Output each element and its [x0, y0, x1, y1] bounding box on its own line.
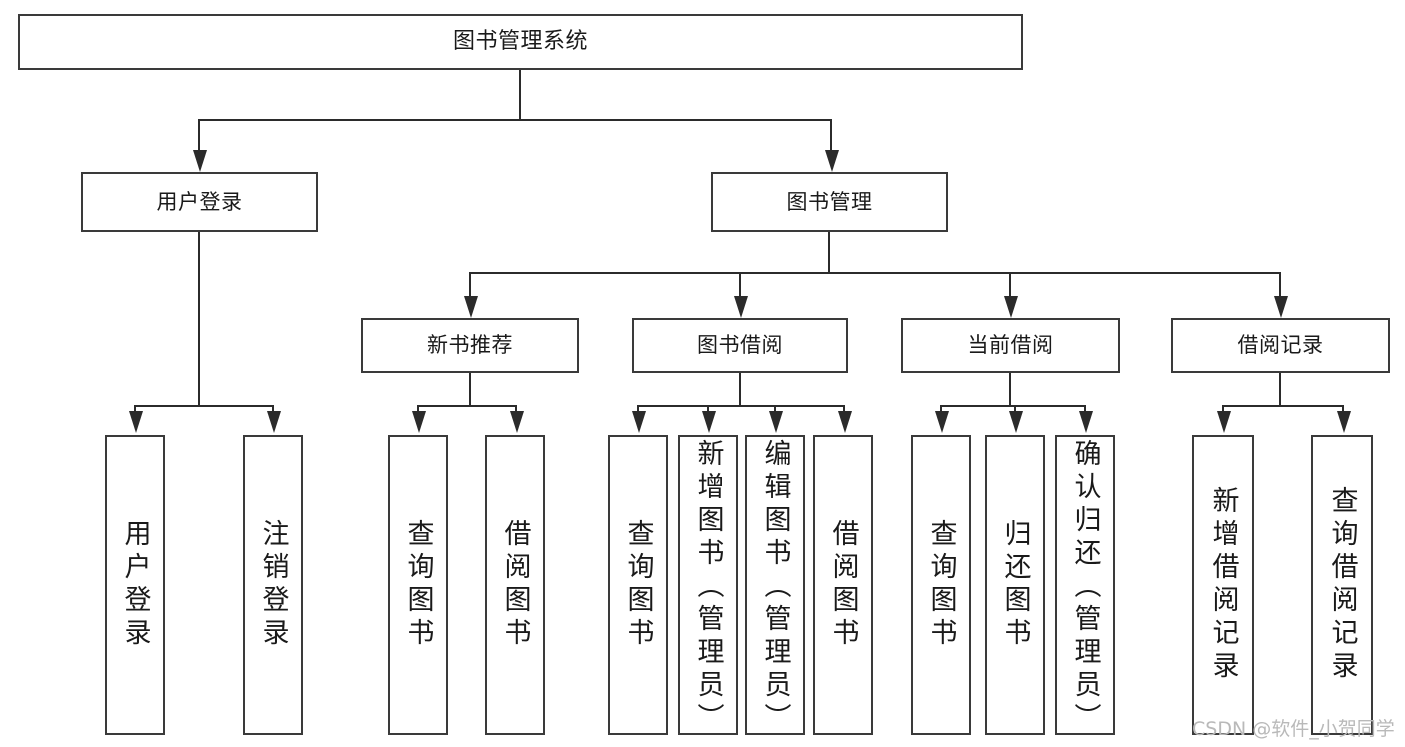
connector-vertical [515, 405, 517, 411]
node-label: 查询图书 [925, 519, 957, 651]
connector-arrowhead [267, 411, 281, 433]
node-label: 查询借阅记录 [1326, 486, 1358, 684]
connector-horizontal [417, 405, 515, 407]
connector-vertical [843, 405, 845, 411]
node-new-book-recommend[interactable]: 新书推荐 [361, 318, 579, 373]
connector-arrowhead [734, 296, 748, 318]
connector-arrowhead [702, 411, 716, 433]
node-label: 新增借阅记录 [1207, 486, 1239, 684]
connector-vertical [1279, 272, 1281, 296]
node-label: 查询图书 [402, 519, 434, 651]
node-label: 新增图书（管理员） [692, 439, 724, 736]
connector-arrowhead [1009, 411, 1023, 433]
connector-arrowhead [935, 411, 949, 433]
node-book-management[interactable]: 图书管理 [711, 172, 948, 232]
connector-vertical [1014, 405, 1016, 411]
node-user-login[interactable]: 用户登录 [81, 172, 318, 232]
connector-vertical [1084, 405, 1086, 411]
node-label: 用户登录 [156, 189, 243, 214]
node-label: 新书推荐 [427, 333, 513, 358]
node-label: 编辑图书（管理员） [759, 439, 791, 736]
connector-vertical [739, 272, 741, 296]
connector-arrowhead [510, 411, 524, 433]
connector-horizontal [1222, 405, 1342, 407]
connector-vertical [198, 232, 200, 405]
connector-vertical [198, 119, 200, 150]
connector-vertical [1342, 405, 1344, 411]
connector-arrowhead [1337, 411, 1351, 433]
connector-horizontal [637, 405, 843, 407]
connector-vertical [637, 405, 639, 411]
connector-arrowhead [1004, 296, 1018, 318]
node-label: 用户登录 [119, 519, 151, 651]
connector-horizontal [940, 405, 1084, 407]
connector-vertical [272, 405, 274, 411]
connector-arrowhead [1217, 411, 1231, 433]
node-leaf-return-book[interactable]: 归还图书 [985, 435, 1045, 735]
connector-arrowhead [825, 150, 839, 172]
node-label: 借阅记录 [1237, 333, 1324, 358]
watermark-text: CSDN @软件_小贺同学 [1192, 718, 1395, 740]
node-label: 图书管理系统 [452, 29, 588, 55]
node-leaf-confirm-return-admin[interactable]: 确认归还（管理员） [1055, 435, 1115, 736]
connector-vertical [469, 272, 471, 296]
connector-vertical [774, 405, 776, 411]
node-leaf-query-book-recommend[interactable]: 查询图书 [388, 435, 448, 735]
connector-horizontal [469, 272, 1280, 274]
node-leaf-borrow-book-recommend[interactable]: 借阅图书 [485, 435, 545, 735]
connector-vertical [828, 232, 830, 272]
node-label: 图书借阅 [697, 333, 783, 358]
node-leaf-edit-book-admin[interactable]: 编辑图书（管理员） [745, 435, 805, 736]
connector-vertical [940, 405, 942, 411]
connector-arrowhead [769, 411, 783, 433]
node-label: 借阅图书 [499, 519, 531, 651]
connector-arrowhead [412, 411, 426, 433]
node-label: 图书管理 [786, 189, 873, 214]
connector-arrowhead [464, 296, 478, 318]
node-label: 查询图书 [622, 519, 654, 651]
node-label: 确认归还（管理员） [1069, 439, 1101, 736]
connector-vertical [134, 405, 136, 411]
node-leaf-add-book-admin[interactable]: 新增图书（管理员） [678, 435, 738, 736]
connector-arrowhead [1079, 411, 1093, 433]
connector-vertical [1009, 373, 1011, 405]
node-leaf-query-book-current[interactable]: 查询图书 [911, 435, 971, 735]
connector-arrowhead [1274, 296, 1288, 318]
connector-vertical [1222, 405, 1224, 411]
connector-vertical [739, 373, 741, 405]
node-label: 归还图书 [999, 519, 1031, 651]
connector-horizontal [134, 405, 272, 407]
connector-vertical [707, 405, 709, 411]
connector-arrowhead [193, 150, 207, 172]
node-label: 当前借阅 [967, 333, 1054, 358]
node-book-borrow[interactable]: 图书借阅 [632, 318, 848, 373]
node-leaf-user-login[interactable]: 用户登录 [105, 435, 165, 735]
connector-vertical [830, 119, 832, 150]
connector-arrowhead [129, 411, 143, 433]
node-current-borrow[interactable]: 当前借阅 [901, 318, 1120, 373]
node-label: 借阅图书 [827, 519, 859, 651]
connector-vertical [417, 405, 419, 411]
connector-vertical [469, 373, 471, 405]
connector-horizontal [198, 119, 831, 121]
connector-vertical [1009, 272, 1011, 296]
connector-arrowhead [632, 411, 646, 433]
node-root-system[interactable]: 图书管理系统 [18, 14, 1023, 70]
connector-vertical [1279, 373, 1281, 405]
node-leaf-borrow-book[interactable]: 借阅图书 [813, 435, 873, 735]
node-borrow-record[interactable]: 借阅记录 [1171, 318, 1390, 373]
node-label: 注销登录 [257, 519, 289, 651]
connector-arrowhead [838, 411, 852, 433]
node-leaf-query-borrow-record[interactable]: 查询借阅记录 [1311, 435, 1373, 735]
node-leaf-logout[interactable]: 注销登录 [243, 435, 303, 735]
node-leaf-query-book-borrow[interactable]: 查询图书 [608, 435, 668, 735]
node-leaf-add-borrow-record[interactable]: 新增借阅记录 [1192, 435, 1254, 735]
connector-vertical [519, 70, 521, 119]
